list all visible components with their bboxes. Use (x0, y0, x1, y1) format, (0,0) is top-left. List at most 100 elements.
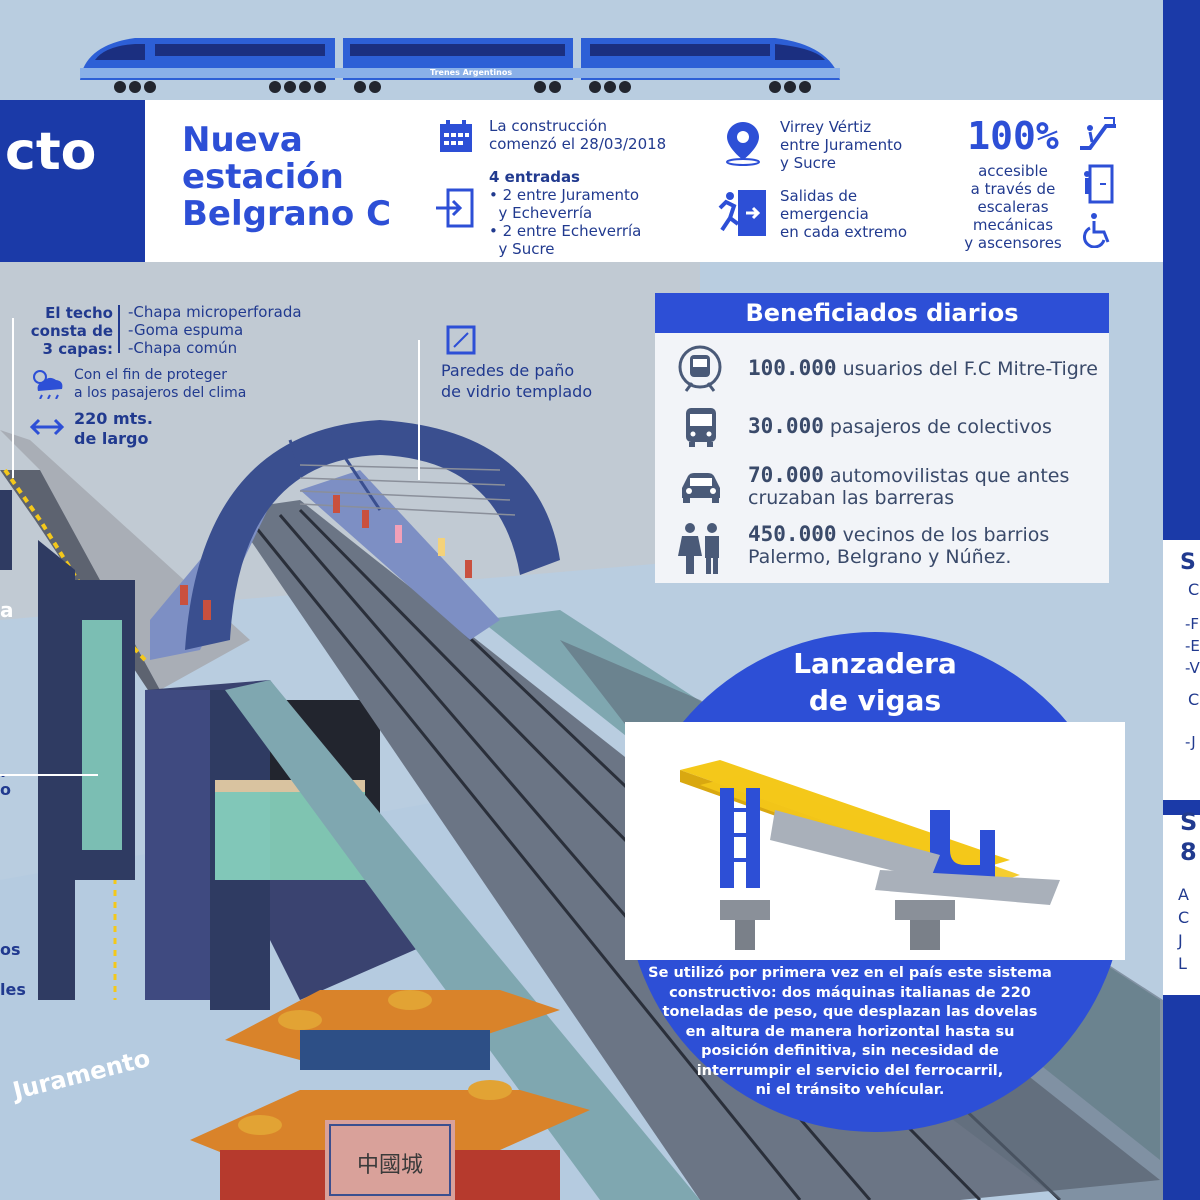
right-fragment-6: C (1188, 690, 1200, 709)
roof-length: 220 mts. de largo (74, 409, 153, 449)
elevator-icon (1084, 164, 1114, 204)
location-pin-icon (726, 122, 760, 166)
double-arrow-icon (29, 418, 65, 436)
roof-label-line-3: 3 capas: (42, 340, 113, 358)
roof-layer-1: -Chapa microperforada (128, 303, 302, 321)
right-fragment-13: L (1178, 954, 1187, 973)
right-fragment-2: C (1188, 580, 1200, 599)
beneficiary-number-1: 100.000 (748, 356, 837, 380)
roof-pointer-line (12, 318, 14, 478)
accessible-info: accesible a través de escaleras mecánica… (940, 162, 1086, 252)
beneficiary-row-2: 30.000 pasajeros de colectivos (748, 415, 1052, 438)
glass-wall-icon (446, 325, 476, 355)
launcher-desc-line-4: en altura de manera horizontal hasta su (685, 1023, 1015, 1040)
entrances-title: 4 entradas (489, 168, 580, 186)
roof-protect-line-1: Con el fin de proteger (74, 367, 227, 383)
walls-line-1: Paredes de paño (441, 361, 575, 380)
roof-layer-3: -Chapa común (128, 339, 238, 357)
launcher-title: Lanzadera de vigas (625, 645, 1125, 719)
title-line-2: estación (182, 157, 344, 197)
title-line-1: Nueva (182, 120, 303, 160)
entrance-item-1: • 2 entre Juramento (489, 186, 640, 204)
page-title: Nueva estación Belgrano C (182, 122, 391, 233)
train-brand-text: Trenes Argentinos (430, 68, 512, 77)
chinatown-gate: 中國城 (190, 990, 590, 1200)
right-fragment-7: -J (1185, 733, 1196, 751)
roof-length-line-2: de largo (74, 429, 149, 448)
launcher-desc-line-1: Se utilizó por primera vez en el país es… (648, 965, 1052, 981)
right-side-white-box-2 (1163, 815, 1200, 995)
beneficiaries-panel (655, 293, 1109, 583)
left-fragment-2: . (0, 762, 7, 781)
roof-label-line-2: consta de (30, 322, 113, 340)
beneficiary-text-4b: Palermo, Belgrano y Núñez. (748, 546, 1012, 568)
launcher-description: Se utilizó por primera vez en el país es… (645, 964, 1055, 1101)
construction-line-1: La construcción (489, 117, 607, 135)
header-info-panel (145, 100, 1163, 262)
right-fragment-9: 8 (1180, 838, 1197, 866)
beneficiary-number-2: 30.000 (748, 414, 824, 438)
walls-pointer-line (418, 340, 420, 480)
walls-line-2: de vidrio templado (441, 382, 593, 401)
location-line-1: Virrey Vértiz (780, 118, 872, 136)
emergency-line-3: en cada extremo (780, 223, 908, 241)
left-pointer-line (0, 774, 98, 776)
header-left-block: cto (0, 100, 145, 262)
accessible-line-5: y ascensores (964, 234, 1062, 252)
location-line-2: entre Juramento (780, 136, 903, 154)
beneficiary-row-3: 70.000 automovilistas que antes cruzaban… (748, 464, 1069, 509)
emergency-line-1: Salidas de (780, 187, 858, 205)
roof-label: El techo consta de 3 capas: (29, 304, 113, 358)
beneficiary-text-4: vecinos de los barrios (842, 524, 1050, 546)
entrances-info: 4 entradas • 2 entre Juramento y Echever… (489, 168, 641, 258)
wheelchair-icon (1082, 213, 1110, 248)
launcher-title-line-2: de vigas (808, 684, 942, 717)
right-fragment-1: S (1180, 550, 1196, 575)
roof-bracket (118, 305, 120, 353)
right-fragment-3: -F (1185, 615, 1200, 633)
beneficiary-number-4: 450.000 (748, 522, 837, 546)
beneficiary-text-3b: cruzaban las barreras (748, 487, 955, 509)
beneficiary-row-4: 450.000 vecinos de los barrios Palermo, … (748, 523, 1049, 568)
beneficiary-row-1: 100.000 usuarios del F.C Mitre-Tigre (748, 357, 1098, 380)
emergency-exit-icon (718, 190, 766, 236)
beneficiary-number-3: 70.000 (748, 463, 824, 487)
accessible-line-4: mecánicas (972, 216, 1054, 234)
accessible-line-1: accesible (978, 162, 1048, 180)
entrance-item-4: y Sucre (489, 240, 555, 258)
roof-layers: -Chapa microperforada -Goma espuma -Chap… (128, 303, 302, 357)
right-side-white-box (1163, 540, 1200, 800)
emergency-line-2: emergencia (780, 205, 869, 223)
right-fragment-11: C (1178, 908, 1190, 927)
right-fragment-12: J (1178, 931, 1183, 950)
right-fragment-10: A (1178, 885, 1189, 904)
construction-line-2: comenzó el 28/03/2018 (489, 135, 667, 153)
roof-length-line-1: 220 mts. (74, 409, 153, 428)
title-line-3: Belgrano C (182, 194, 392, 234)
entrance-item-3: • 2 entre Echeverría (489, 222, 642, 240)
launcher-desc-line-2: constructivo: dos máquinas italianas de … (669, 984, 1031, 1001)
accessible-percent: 100% (967, 114, 1059, 158)
bus-icon (686, 408, 716, 447)
right-fragment-4: -E (1185, 637, 1200, 655)
emergency-info: Salidas de emergencia en cada extremo (780, 187, 907, 241)
train-illustration: Trenes Argentinos (80, 38, 840, 93)
launcher-desc-line-3: toneladas de peso, que desplazan las dov… (662, 1004, 1038, 1020)
roof-protect-line-2: a los pasajeros del clima (74, 385, 247, 401)
roof-label-line-1: El techo (45, 304, 113, 322)
beneficiary-text-3: automovilistas que antes (829, 465, 1070, 487)
roof-protect: Con el fin de proteger a los pasajeros d… (74, 366, 246, 402)
right-fragment-8: S (1180, 808, 1198, 836)
header-left-label: cto (5, 122, 97, 182)
right-fragment-5: -V (1185, 659, 1200, 677)
escalator-icon (1080, 117, 1116, 150)
left-fragment-4: os (0, 940, 21, 959)
location-info: Virrey Vértiz entre Juramento y Sucre (780, 118, 902, 172)
launcher-desc-line-6: interrumpir el servicio del ferrocarril, (696, 1062, 1004, 1079)
accessible-line-2: a través de (970, 180, 1056, 198)
people-icon (678, 523, 719, 574)
entrance-icon (436, 188, 474, 228)
calendar-icon (440, 120, 472, 152)
launcher-title-line-1: Lanzadera (793, 647, 957, 680)
beam-launcher-illustration (680, 760, 1060, 950)
